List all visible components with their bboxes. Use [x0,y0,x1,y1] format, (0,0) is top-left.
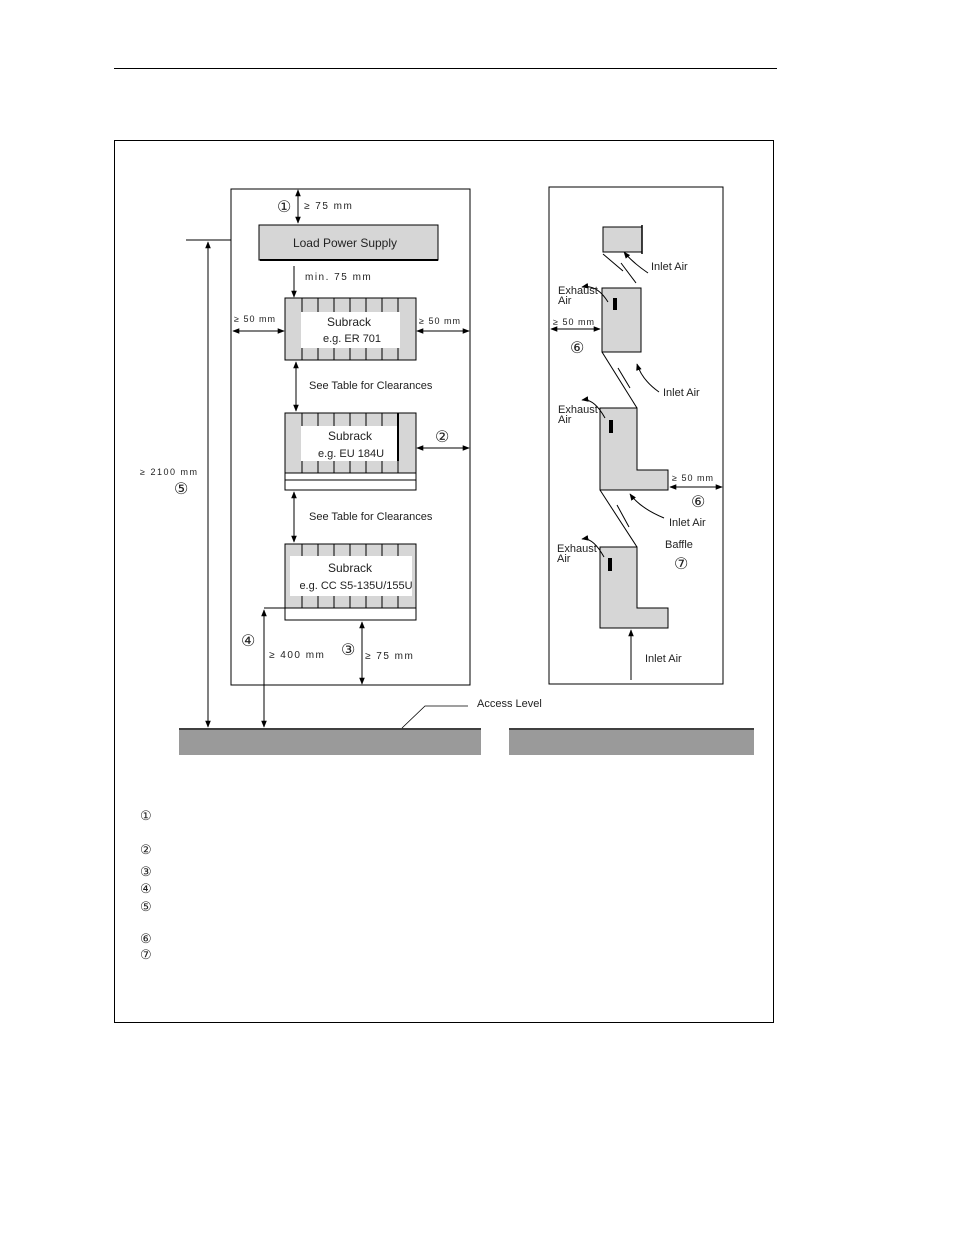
legend: ① ② ③ ④ ⑤ ⑥ ⑦ [140,808,152,962]
top-clearance-label: ≥ 75 mm [304,201,353,212]
legend-item-6: ⑥ [140,931,152,946]
see-table-2: See Table for Clearances [309,511,433,523]
side-clearance-right-2: ≥ 50 mm [672,473,714,483]
min-clearance-label: min. 75 mm [305,272,372,283]
subrack-2-slots [301,413,399,473]
side-clearance-right-1: ≥ 50 mm [553,317,595,327]
legend-item-4: ④ [140,881,152,896]
load-power-supply-label: Load Power Supply [293,236,397,250]
marker-6b: ⑥ [691,494,705,511]
marker-6a: ⑥ [570,340,584,357]
marker-7: ⑦ [674,556,688,573]
figure-frame [114,140,774,1023]
subrack-3-example: e.g. CC S5-135U/155U [299,580,412,592]
airflow-arrow-2 [636,363,660,393]
subrack-2-example: e.g. EU 184U [318,448,384,460]
exhaust-arrow-1 [581,283,609,303]
power-supply-side [602,226,643,253]
marker-1: ① [277,199,291,216]
baffle-label: Baffle [665,539,693,551]
min-height-label: ≥ 400 mm [269,650,325,661]
legend-item-5: ⑤ [140,899,152,914]
subrack-3-title: Subrack [328,561,373,575]
inlet-air-1: Inlet Air [651,261,688,273]
air-2: Air [558,414,572,426]
subrack-side-3 [599,546,669,629]
floor-left [179,730,481,755]
exhaust-1: Exhaust [558,285,598,297]
floor-right [509,730,754,755]
inlet-air-4: Inlet Air [645,653,682,665]
bottom-clearance-label: ≥ 75 mm [365,651,414,662]
marker-3: ③ [341,642,355,659]
total-height-label: ≥ 2100 mm [140,467,198,477]
exhaust-2: Exhaust [558,404,598,416]
legend-item-2: ② [140,842,152,857]
left-side-clearance-label: ≥ 50 mm [234,314,276,324]
marker-4: ④ [241,633,255,650]
legend-item-7: ⑦ [140,947,152,962]
subrack-1-slots [301,298,399,360]
exhaust-arrow-2 [581,396,606,419]
inlet-air-3: Inlet Air [669,517,706,529]
exhaust-arrow-3 [581,535,605,558]
right-side-clearance-label: ≥ 50 mm [419,316,461,326]
airflow-arrow-3 [629,493,665,519]
marker-2: ② [435,429,449,446]
subrack-1-example: e.g. ER 701 [323,333,381,345]
header-rule [114,68,777,69]
access-level-leader [401,705,468,729]
cabinet-side-outline [548,186,724,685]
air-1: Air [558,295,572,307]
exhaust-3: Exhaust [557,543,597,555]
subrack-2-title: Subrack [328,429,373,443]
see-table-1: See Table for Clearances [309,380,433,392]
marker-5: ⑤ [174,481,188,498]
subrack-1-title: Subrack [327,315,372,329]
subrack-3-slots [301,544,399,608]
inlet-air-2: Inlet Air [663,387,700,399]
legend-item-3: ③ [140,864,152,879]
load-power-supply-box [258,224,439,261]
access-level-label: Access Level [477,698,542,710]
subrack-side-1 [601,287,642,353]
airflow-arrow-1 [623,251,649,274]
legend-item-1: ① [140,808,152,823]
air-3: Air [557,553,571,565]
cabinet-outline [230,188,471,686]
